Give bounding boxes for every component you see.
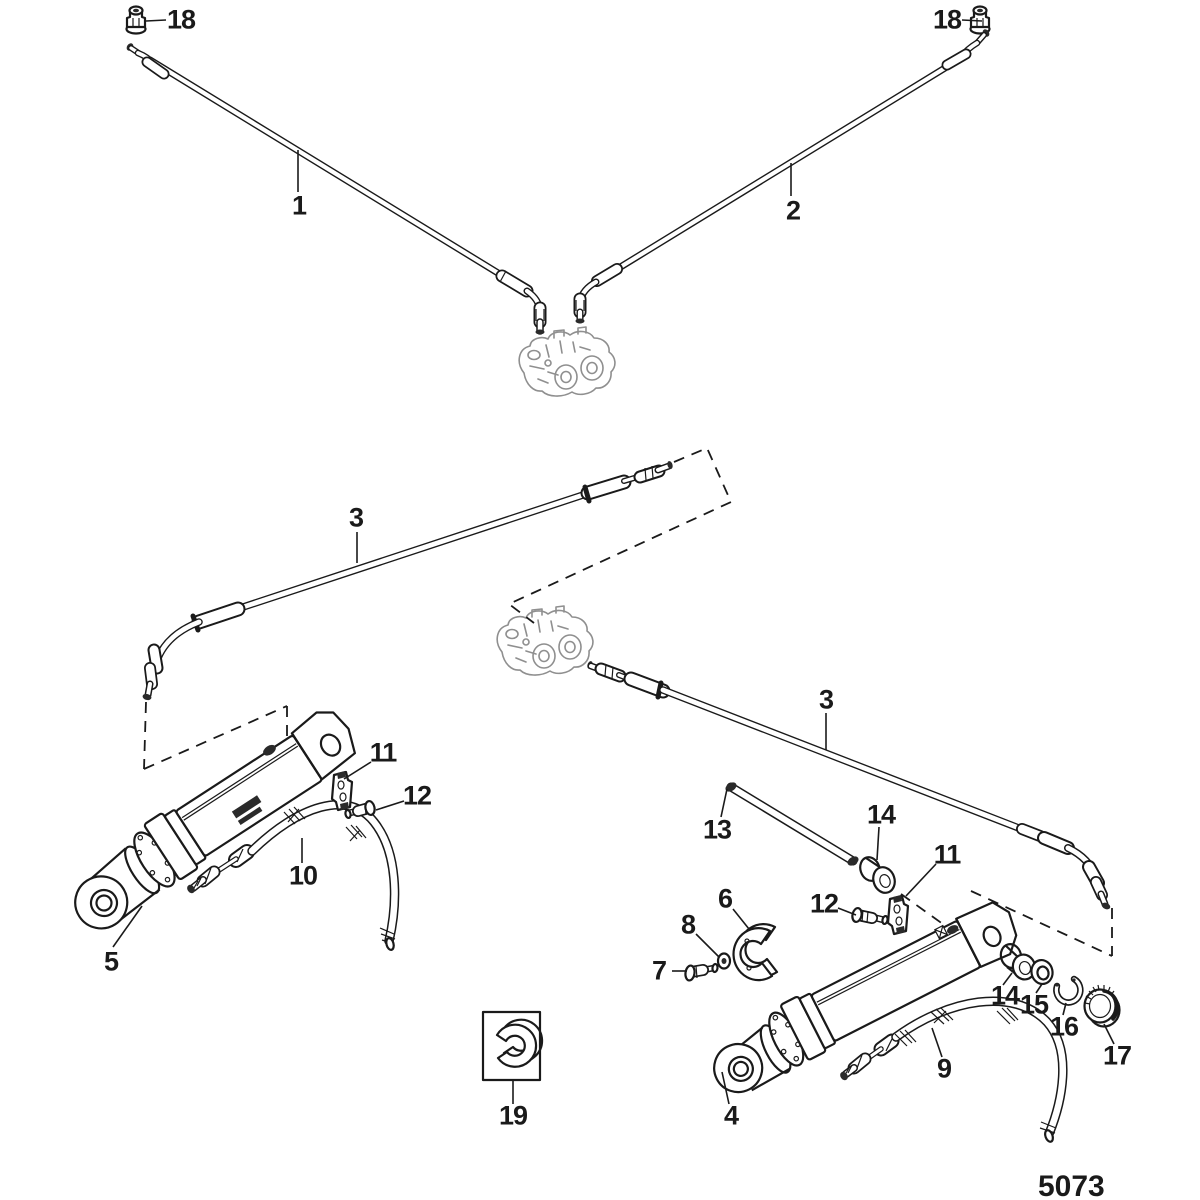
clamp-6 <box>732 923 779 982</box>
cap-17 <box>1083 984 1121 1028</box>
hose-2 <box>573 29 990 324</box>
drawing-number: 5073 <box>1038 1170 1105 1200</box>
callout-14: 14 <box>866 799 896 830</box>
hose-3-right <box>587 661 1111 910</box>
callout-17: 17 <box>1102 1040 1132 1071</box>
hose-3-left <box>142 461 673 701</box>
rod-fitting-left <box>187 844 255 894</box>
bolt-7 <box>684 962 719 982</box>
washer-8 <box>716 952 732 970</box>
trim-cylinder-5 <box>74 711 356 930</box>
callout-4: 4 <box>723 1100 739 1131</box>
fitting-18-left <box>125 5 147 35</box>
rod-fitting-right <box>840 1033 900 1081</box>
callout-6: 6 <box>717 883 733 914</box>
clamp-19 <box>481 1010 544 1082</box>
callout-3: 3 <box>818 684 834 715</box>
bushing-14-top <box>859 856 896 894</box>
bolt-12-right <box>851 906 889 926</box>
bolt-12-left <box>344 799 376 820</box>
callout-15: 15 <box>1019 989 1049 1020</box>
callout-8: 8 <box>680 909 696 940</box>
callout-10: 10 <box>288 860 318 891</box>
hose-1 <box>126 43 547 335</box>
manifold-sketch-top <box>518 326 616 397</box>
leader-lines <box>112 19 1115 1105</box>
callout-1: 1 <box>291 190 307 221</box>
fitting-18-right <box>969 5 991 35</box>
callout-9: 9 <box>936 1053 952 1084</box>
callout-11: 11 <box>933 839 962 870</box>
dashed-connector-hose3-left <box>507 446 733 624</box>
callout-11: 11 <box>369 737 398 768</box>
bracket-11-right <box>886 894 910 936</box>
hose-9 <box>891 996 1068 1143</box>
callout-13: 13 <box>702 814 732 845</box>
callout-18: 18 <box>166 4 196 35</box>
washer-15 <box>1030 958 1054 986</box>
callout-12: 12 <box>809 888 839 919</box>
pin-13 <box>725 782 859 866</box>
trim-cylinder-4 <box>713 901 1018 1094</box>
callout-2: 2 <box>785 195 801 226</box>
callout-5: 5 <box>103 946 119 977</box>
dashed-connector-hose3-right <box>900 890 1113 957</box>
callout-3: 3 <box>348 502 364 533</box>
callout-7: 7 <box>651 955 667 986</box>
callout-19: 19 <box>498 1100 528 1131</box>
callout-18: 18 <box>932 4 962 35</box>
bracket-11-left <box>330 770 354 812</box>
callout-14: 14 <box>990 980 1020 1011</box>
callout-16: 16 <box>1049 1011 1079 1042</box>
snap-ring-16 <box>1053 975 1084 1006</box>
hose-10 <box>247 800 400 951</box>
manifold-sketch-middle <box>496 605 594 676</box>
callout-12: 12 <box>402 780 432 811</box>
